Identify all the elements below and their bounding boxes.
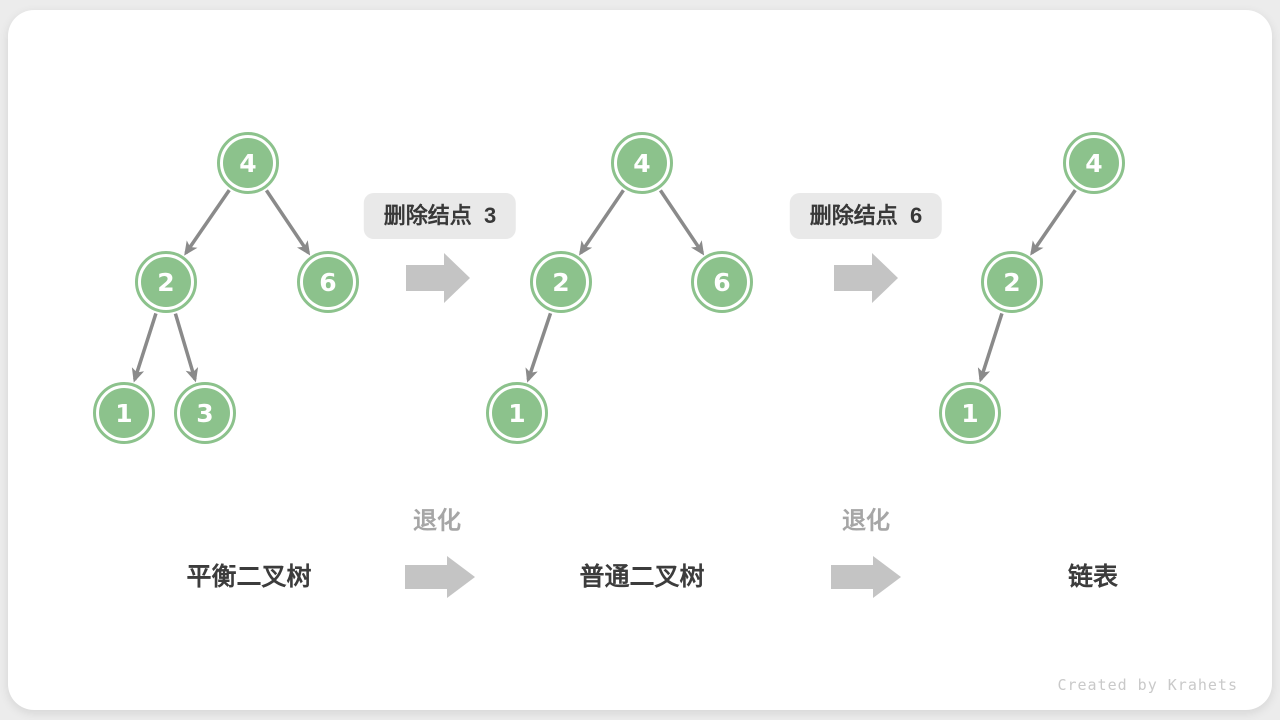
- step-label-2: 删除结点 6: [789, 193, 943, 239]
- degrade-label-1: 退化: [413, 507, 461, 535]
- caption-ordinary-binary-tree: 普通二叉树: [579, 563, 705, 591]
- tree-node-value: 6: [319, 267, 337, 297]
- tree-node-value: 1: [961, 398, 979, 428]
- tree-node-1: 1: [93, 382, 155, 444]
- tree-node-value: 1: [508, 398, 526, 428]
- tree-node-6: 6: [691, 251, 753, 313]
- tree-node-circle: 2: [987, 257, 1037, 307]
- watermark-credit: Created by Krahets: [1057, 676, 1238, 694]
- tree-node-circle: 2: [141, 257, 191, 307]
- tree-node-circle: 1: [945, 388, 995, 438]
- tree-node-1: 1: [939, 382, 1001, 444]
- diagram-card: [8, 10, 1272, 710]
- tree-node-2: 2: [981, 251, 1043, 313]
- tree-node-value: 2: [157, 267, 175, 297]
- step-label-1: 删除结点 3: [363, 193, 517, 239]
- tree-node-circle: 3: [180, 388, 230, 438]
- tree-node-value: 4: [1085, 148, 1103, 178]
- tree-node-value: 4: [239, 148, 257, 178]
- tree-node-2: 2: [530, 251, 592, 313]
- tree-node-circle: 4: [1069, 138, 1119, 188]
- tree-node-4: 4: [217, 132, 279, 194]
- caption-balanced-binary-tree: 平衡二叉树: [186, 563, 312, 591]
- tree-node-circle: 1: [99, 388, 149, 438]
- degrade-label-2: 退化: [842, 507, 890, 535]
- tree-node-4: 4: [611, 132, 673, 194]
- caption-linked-list: 链表: [1067, 563, 1119, 591]
- tree-node-circle: 4: [617, 138, 667, 188]
- tree-node-value: 1: [115, 398, 133, 428]
- tree-node-circle: 6: [697, 257, 747, 307]
- tree-node-circle: 4: [223, 138, 273, 188]
- tree-node-2: 2: [135, 251, 197, 313]
- tree-node-circle: 6: [303, 257, 353, 307]
- tree-node-3: 3: [174, 382, 236, 444]
- tree-node-4: 4: [1063, 132, 1125, 194]
- tree-node-value: 6: [713, 267, 731, 297]
- tree-node-value: 2: [1003, 267, 1021, 297]
- tree-node-6: 6: [297, 251, 359, 313]
- tree-node-value: 3: [196, 398, 214, 428]
- tree-node-value: 2: [552, 267, 570, 297]
- tree-node-value: 4: [633, 148, 651, 178]
- tree-node-circle: 2: [536, 257, 586, 307]
- tree-node-circle: 1: [492, 388, 542, 438]
- tree-node-1: 1: [486, 382, 548, 444]
